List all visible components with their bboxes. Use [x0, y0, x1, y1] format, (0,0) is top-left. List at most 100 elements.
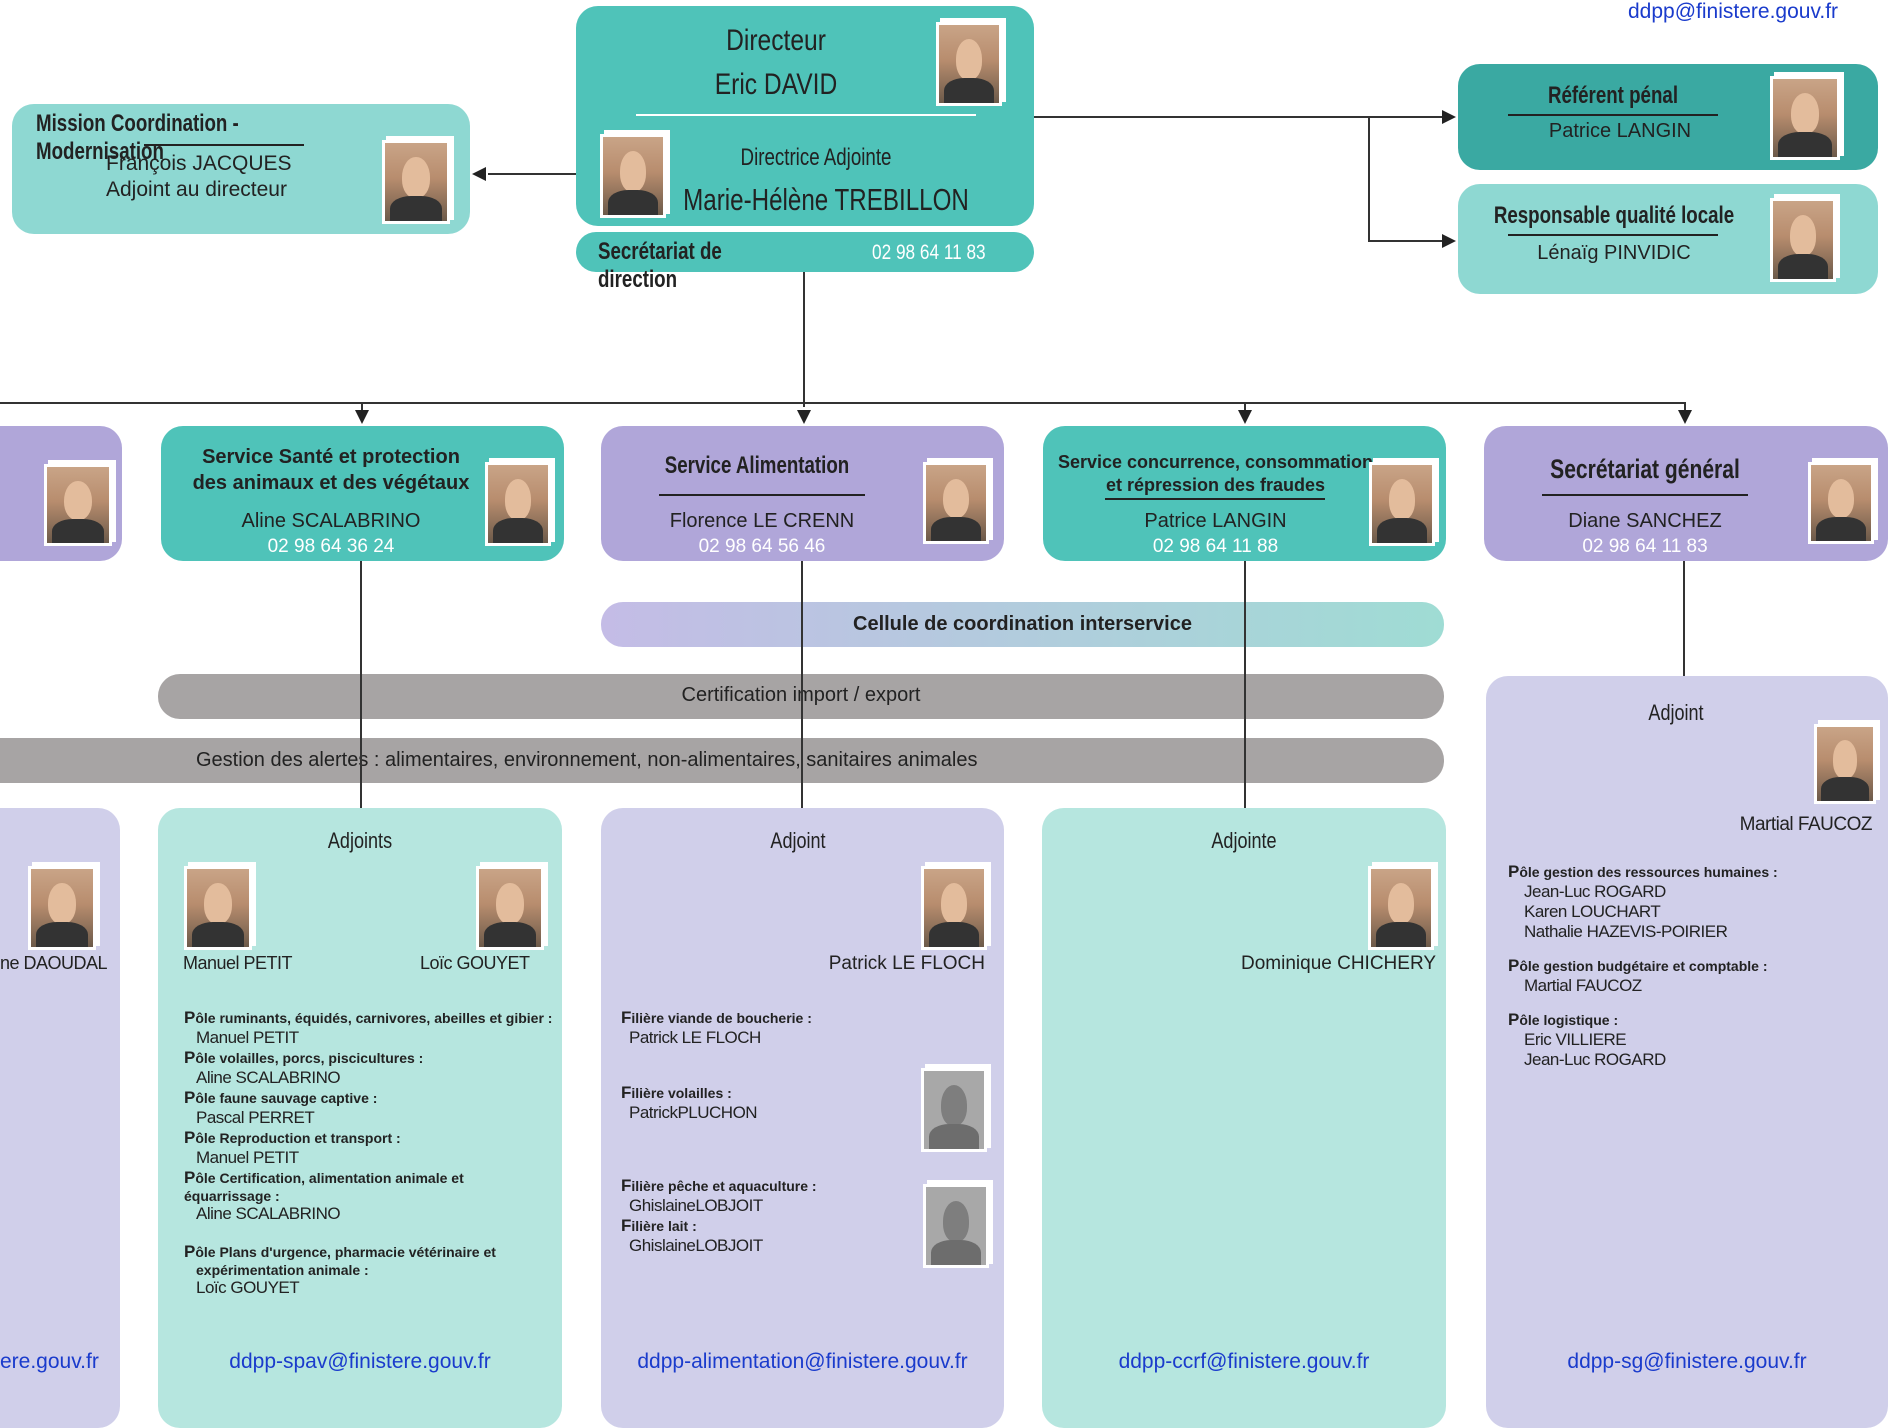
- qualite-title: Responsable qualité locale: [1493, 202, 1735, 229]
- alimentation-filiere-1-name: Patrick LE FLOCH: [629, 1028, 761, 1047]
- deputy-title: Directrice Adjointe: [740, 144, 892, 171]
- connector-sg-panel: [1683, 560, 1685, 678]
- spav-pole-2-name: Aline SCALABRINO: [196, 1068, 341, 1087]
- alimentation-filiere-3-label: ilière pêche et aquaculture :: [631, 1178, 817, 1194]
- alimentation-filiere-1-label: ilière viande de boucherie :: [631, 1010, 812, 1026]
- secretariat-direction-bar: Secrétariat de direction 02 98 64 11 83: [576, 232, 1034, 293]
- arrow-left-mission: [472, 167, 486, 181]
- alimentation-filiere-2-label: ilière volailles :: [631, 1085, 732, 1101]
- ccrf-adjointe-heading: Adjointe: [1211, 828, 1277, 853]
- director-title: Directeur: [726, 24, 826, 57]
- spav-pole-6-name: Loïc GOUYET: [196, 1278, 300, 1297]
- spav-adj1-photo: [184, 866, 252, 950]
- mission-box: Mission Coordination - Modernisation Fra…: [12, 104, 470, 234]
- alertes-bar: Gestion des alertes : alimentaires, envi…: [0, 738, 1444, 783]
- ccrf-phone: 02 98 64 11 88: [1152, 536, 1279, 557]
- sg-pole-3-name-2: Jean-Luc ROGARD: [1524, 1050, 1666, 1069]
- secretariat-direction-label: Secrétariat de direction: [598, 238, 722, 293]
- spav-pole-2-cap: P: [184, 1048, 196, 1067]
- arrow-right-referent: [1442, 110, 1456, 124]
- alimentation-filiere-1-cap: F: [621, 1008, 632, 1027]
- sg-adj-name: Martial FAUCOZ: [1739, 814, 1873, 835]
- spav-pole-3-label: ôle faune sauvage captive :: [195, 1090, 378, 1106]
- spav-pole-5: Pôle Certification, alimentation animale…: [184, 1168, 554, 1224]
- spav-adj1-name: Manuel PETIT: [183, 953, 293, 973]
- alimentation-filiere-1: Filière viande de boucherie : Patrick LE…: [621, 1008, 921, 1048]
- sg-divider: [1542, 494, 1748, 496]
- spav-pole-3-cap: P: [184, 1088, 196, 1107]
- ccrf-title-line2: et répression des fraudes: [1105, 475, 1326, 495]
- service-sg-header: Secrétariat général Diane SANCHEZ 02 98 …: [1484, 426, 1888, 561]
- alertes-label: Gestion des alertes : alimentaires, envi…: [196, 749, 978, 771]
- spav-pole-5-label: ôle Certification, alimentation animale …: [184, 1170, 464, 1204]
- mission-name: François JACQUES: [106, 152, 292, 175]
- sg-adjoint-heading: Adjoint: [1648, 700, 1704, 725]
- panel-spav: Adjoints Manuel PETIT Loïc GOUYET Pôle r…: [158, 808, 562, 1428]
- referent-penal-title: Référent pénal: [1547, 82, 1679, 109]
- alimentation-filiere-4-name: GhislaineLOBJOIT: [629, 1236, 763, 1255]
- sg-pole-1-label: ôle gestion des ressources humaines :: [1519, 864, 1778, 880]
- mission-title: Mission Coordination - Modernisation: [36, 110, 239, 165]
- alimentation-filiere-3-cap: F: [621, 1176, 632, 1195]
- sg-phone: 02 98 64 11 83: [1582, 536, 1708, 557]
- director-box: Directeur Eric DAVID Directrice Adjointe…: [576, 6, 1034, 226]
- partial-email[interactable]: ere.gouv.fr: [0, 1350, 99, 1373]
- director-photo: [936, 22, 1002, 106]
- qualite-box: Responsable qualité locale Lénaïg PINVID…: [1458, 184, 1878, 294]
- alimentation-filiere-4: Filière lait : GhislaineLOBJOIT: [621, 1216, 921, 1256]
- director-name: Eric DAVID: [714, 68, 838, 101]
- alimentation-adjoint-heading: Adjoint: [770, 828, 826, 853]
- sg-pole-1-name-1: Jean-Luc ROGARD: [1524, 882, 1666, 901]
- alimentation-title: Service Alimentation: [664, 452, 850, 479]
- alimentation-chief-photo: [923, 462, 989, 544]
- secretariat-direction-phone: 02 98 64 11 83: [872, 241, 986, 264]
- ccrf-adj-name: Dominique CHICHERY: [1241, 953, 1436, 974]
- connector-ccrf: [1244, 402, 1246, 416]
- spav-pole-4-name: Manuel PETIT: [196, 1148, 299, 1167]
- alimentation-email[interactable]: ddpp-alimentation@finistere.gouv.fr: [637, 1350, 968, 1373]
- service-partial-photo: [44, 464, 112, 546]
- deputy-name: Marie-Hélène TREBILLON: [683, 182, 969, 217]
- director-divider: [636, 114, 976, 116]
- sg-pole-2: Pôle gestion budgétaire et comptable : M…: [1508, 956, 1868, 996]
- connector-horizontal-services: [0, 402, 1685, 404]
- sg-pole-3-label: ôle logistique :: [1519, 1012, 1619, 1028]
- spav-pole-1-label: ôle ruminants, équidés, carnivores, abei…: [195, 1010, 553, 1026]
- arrow-right-qualite: [1442, 234, 1456, 248]
- connector-referent: [1034, 116, 1452, 118]
- sg-chief-photo: [1808, 462, 1874, 544]
- spav-email[interactable]: ddpp-spav@finistere.gouv.fr: [229, 1350, 491, 1373]
- sg-pole-2-cap: P: [1508, 956, 1520, 975]
- mission-photo: [382, 140, 450, 224]
- sg-pole-3-name-1: Eric VILLIERE: [1524, 1030, 1627, 1049]
- qualite-photo: [1770, 198, 1836, 282]
- spav-chief-photo: [485, 462, 551, 546]
- spav-pole-2: Pôle volailles, porcs, piscicultures : A…: [184, 1048, 554, 1088]
- spav-pole-1-name: Manuel PETIT: [196, 1028, 299, 1047]
- ccrf-email[interactable]: ddpp-ccrf@finistere.gouv.fr: [1118, 1350, 1370, 1373]
- alimentation-placeholder-photo-1: [921, 1068, 987, 1152]
- deputy-photo: [600, 134, 666, 218]
- spav-adj2-photo: [476, 866, 544, 950]
- top-email[interactable]: ddpp@finistere.gouv.fr: [1628, 0, 1839, 23]
- panel-alimentation: Adjoint Patrick LE FLOCH Filière viande …: [601, 808, 1004, 1428]
- spav-poles: Pôle ruminants, équidés, carnivores, abe…: [184, 1008, 554, 1298]
- spav-pole-4: Pôle Reproduction et transport : Manuel …: [184, 1128, 554, 1168]
- connector-qualite: [1368, 240, 1452, 242]
- sg-email[interactable]: ddpp-sg@finistere.gouv.fr: [1567, 1350, 1807, 1373]
- sg-title: Secrétariat général: [1550, 454, 1740, 484]
- alimentation-adj-photo: [921, 866, 987, 950]
- referent-penal-box: Référent pénal Patrice LANGIN: [1458, 64, 1878, 170]
- sg-poles: Pôle gestion des ressources humaines : J…: [1508, 862, 1868, 1070]
- spav-phone: 02 98 64 36 24: [267, 536, 395, 557]
- spav-pole-5-cap: P: [184, 1168, 196, 1187]
- alimentation-divider: [659, 494, 865, 496]
- alimentation-filiere-2: Filière volailles : PatrickPLUCHON: [621, 1083, 921, 1123]
- service-spav-header: Service Santé et protection des animaux …: [161, 426, 564, 561]
- spav-adjoints-heading: Adjoints: [327, 828, 393, 853]
- referent-photo: [1770, 76, 1840, 160]
- sg-pole-1: Pôle gestion des ressources humaines : J…: [1508, 862, 1868, 942]
- arrow-down-alimentation: [797, 410, 811, 424]
- sg-pole-1-name-2: Karen LOUCHART: [1524, 902, 1661, 921]
- cellule-label: Cellule de coordination interservice: [853, 613, 1192, 635]
